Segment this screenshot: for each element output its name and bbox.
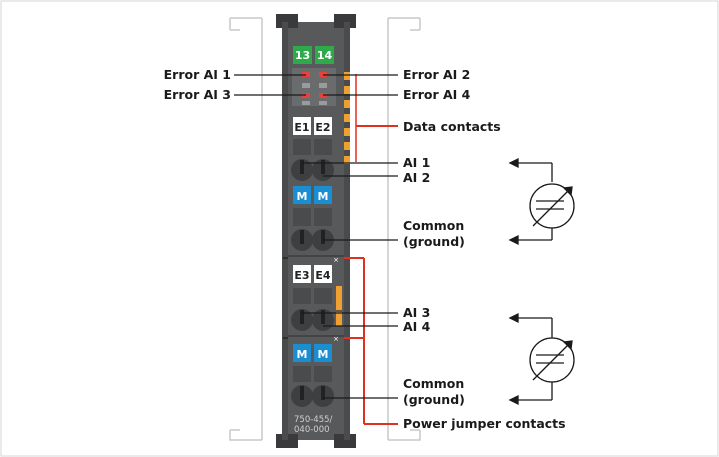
io-module: 13 14 E1 E2 M M	[276, 14, 356, 448]
label-e3	[293, 265, 311, 283]
terminal-13-label: 13	[295, 49, 310, 62]
din-rail-ghost	[229, 17, 421, 441]
svg-text:⨯: ⨯	[333, 335, 339, 343]
label-error-ai2: Error AI 2	[403, 67, 470, 82]
label-e4	[314, 265, 332, 283]
label-e4-text: E4	[315, 269, 331, 282]
label-ai1: AI 1	[403, 155, 430, 170]
label-e1-text: E1	[294, 121, 309, 134]
data-contacts-bracket	[355, 74, 398, 162]
label-m4-text: M	[318, 348, 329, 361]
label-m4	[314, 344, 332, 362]
label-common1-line1: Common	[403, 218, 464, 233]
terminal-13	[293, 46, 312, 64]
power-jumper-contact-lower	[336, 312, 342, 326]
label-e1	[293, 117, 311, 135]
label-ai2: AI 2	[403, 170, 430, 185]
label-e3-text: E3	[294, 269, 309, 282]
label-m2-text: M	[318, 190, 329, 203]
label-common2-line1: Common	[403, 376, 464, 391]
part-number-line1: 750-455/	[294, 415, 333, 425]
label-power-jumper: Power jumper contacts	[403, 416, 566, 431]
label-e2	[314, 117, 332, 135]
label-ai4: AI 4	[403, 319, 431, 334]
part-number-line2: 040-000	[294, 425, 330, 435]
label-error-ai4: Error AI 4	[403, 87, 471, 102]
current-source-icon-lower	[508, 312, 575, 406]
clamp-ai1	[291, 159, 313, 181]
label-common1-line2: (ground)	[403, 234, 465, 249]
label-m3-text: M	[297, 348, 308, 361]
clamp-ai4	[312, 309, 334, 331]
power-jumper-bracket	[344, 257, 398, 425]
label-m3	[293, 344, 311, 362]
current-source-icon-upper	[508, 157, 575, 246]
led-block	[292, 68, 336, 106]
clamp-ai2	[312, 159, 334, 181]
label-e2-text: E2	[315, 121, 330, 134]
label-data-contacts: Data contacts	[403, 119, 501, 134]
terminal-14-label: 14	[317, 49, 333, 62]
label-ai3: AI 3	[403, 305, 430, 320]
label-m2	[314, 186, 332, 204]
power-jumper-contact-upper	[336, 286, 342, 310]
leader-lines	[234, 74, 398, 399]
data-contacts	[344, 72, 350, 164]
label-m1-text: M	[297, 190, 308, 203]
svg-text:⨯: ⨯	[333, 256, 339, 264]
clamp-ai3	[291, 309, 313, 331]
label-error-ai3: Error AI 3	[164, 87, 231, 102]
clamp-common-2	[291, 385, 334, 407]
label-common2-line2: (ground)	[403, 392, 465, 407]
terminal-14	[315, 46, 334, 64]
label-error-ai1: Error AI 1	[164, 67, 231, 82]
label-m1	[293, 186, 311, 204]
